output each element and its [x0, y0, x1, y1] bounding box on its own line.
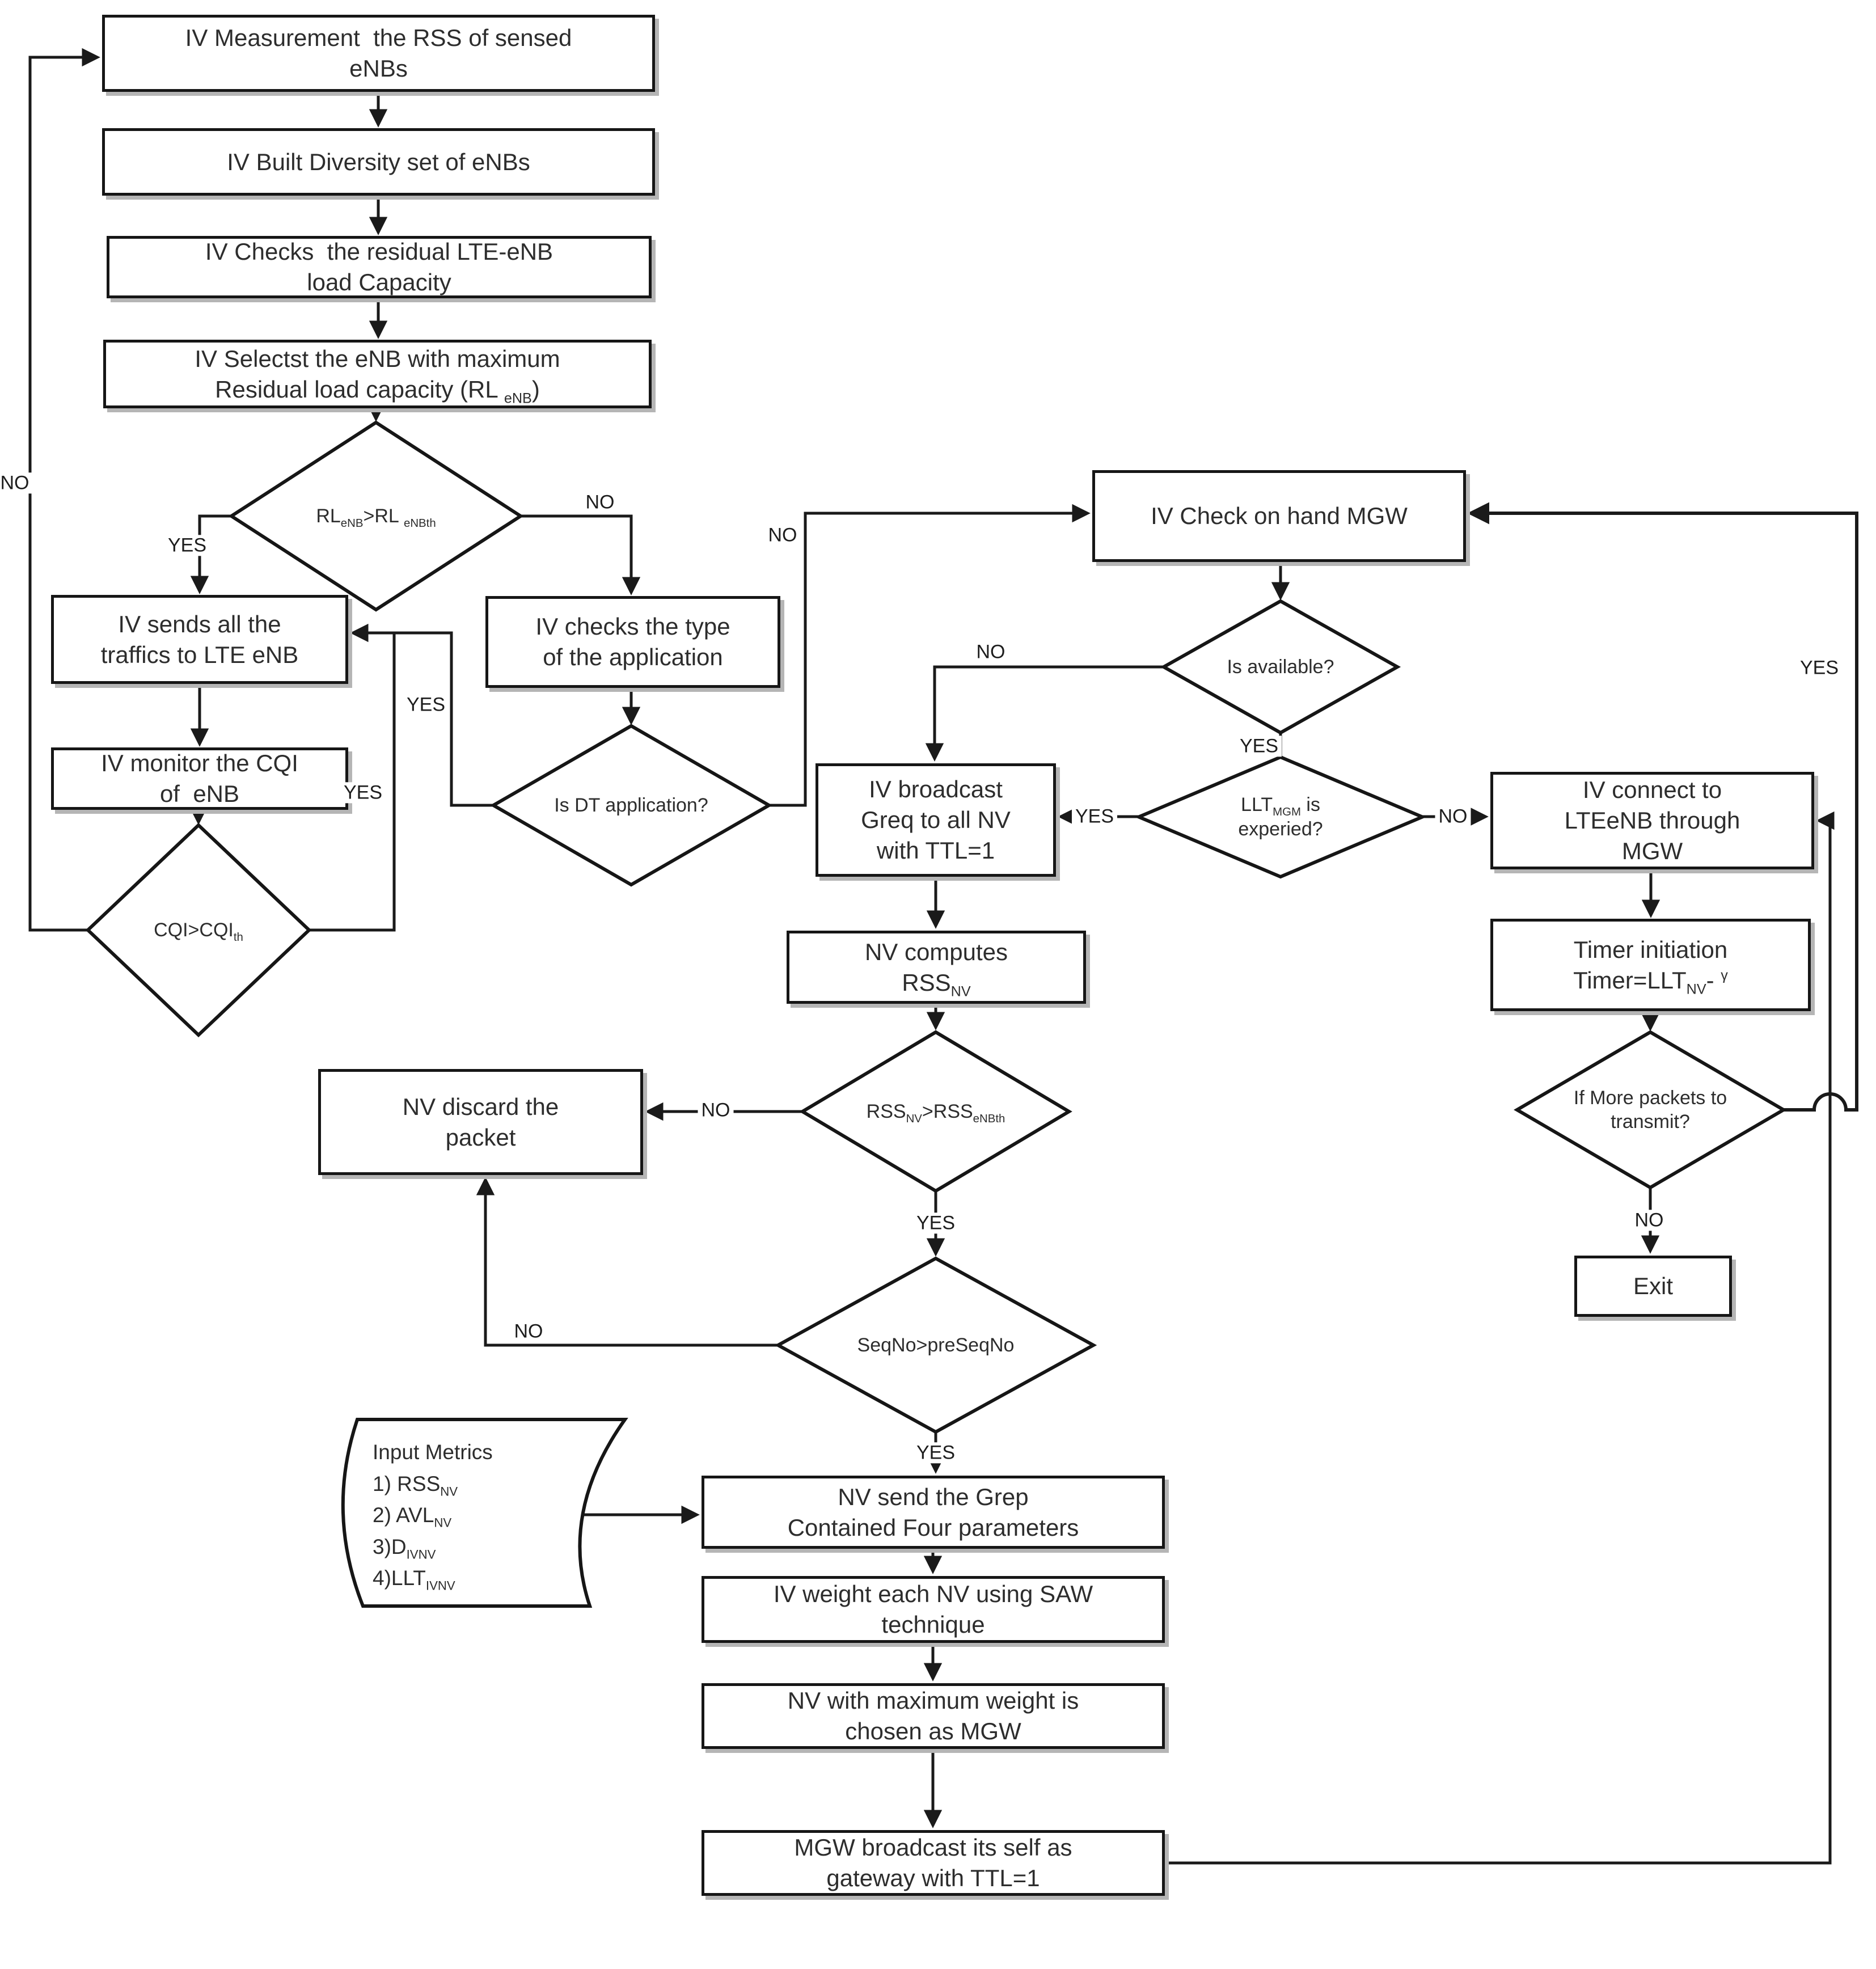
connector-10 [350, 623, 493, 807]
rss-threshold-diamond [799, 1030, 1072, 1193]
connector-9 [309, 633, 396, 932]
connector-4 [190, 514, 231, 594]
connector-14 [925, 665, 1164, 762]
edge-label-yes-more: YES [1796, 657, 1843, 679]
connector-12 [769, 504, 1091, 807]
cqi-threshold-node: CQI>CQIth [154, 919, 243, 944]
edge-label-yes-cqi: YES [340, 781, 386, 804]
connector-28 [1165, 811, 1835, 1865]
connector-29 [1467, 502, 1858, 1112]
connector-5 [521, 514, 641, 595]
edge-label-yes-seq: YES [912, 1442, 959, 1464]
is-dt-node: Is DT application? [554, 794, 708, 816]
seqno-node: SeqNo>preSeqNo [857, 1334, 1015, 1356]
rss-threshold-node: RSSNV>RSSeNBth [866, 1100, 1005, 1125]
seqno-diamond [774, 1256, 1097, 1434]
decision-shapes [85, 420, 1787, 1608]
rl-threshold-node: RLeNB>RL eNBth [316, 505, 436, 530]
edge-label-no-more: NO [1631, 1209, 1667, 1231]
check-mgw-node: IV Check on hand MGW [1092, 470, 1466, 562]
edge-label-yes-rssnv: YES [912, 1212, 959, 1234]
edge-label-no-loop: NO [0, 472, 33, 494]
is-available-diamond [1160, 599, 1401, 735]
edge-label-yes-dt: YES [403, 694, 449, 716]
cqi-threshold-diamond [85, 822, 312, 1038]
llt-expired-diamond [1134, 755, 1427, 879]
input-metrics-shape [341, 1418, 628, 1608]
edge-label-yes-rl: YES [164, 534, 210, 556]
edge-label-yes-avail: YES [1236, 735, 1282, 757]
is-available-node: Is available? [1227, 656, 1334, 678]
edge-label-no-rssnv: NO [698, 1099, 734, 1121]
edge-lines [28, 48, 1858, 1865]
edge-label-no-dt: NO [764, 524, 801, 546]
edge-label-no-seq: NO [510, 1320, 547, 1342]
is-dt-diamond [489, 724, 773, 887]
exit-node: Exit [1574, 1256, 1732, 1317]
edge-label-yes-llt: YES [1071, 805, 1118, 827]
edge-label-no-llt: NO [1435, 805, 1471, 827]
edge-label-no-avail: NO [973, 641, 1009, 663]
connector-22 [476, 1177, 778, 1347]
build-diversity-node: IV Built Diversity set of eNBs [102, 128, 655, 196]
edge-label-no-rl: NO [582, 491, 618, 513]
rl-threshold-diamond [228, 420, 524, 612]
more-packets-diamond [1514, 1030, 1787, 1190]
